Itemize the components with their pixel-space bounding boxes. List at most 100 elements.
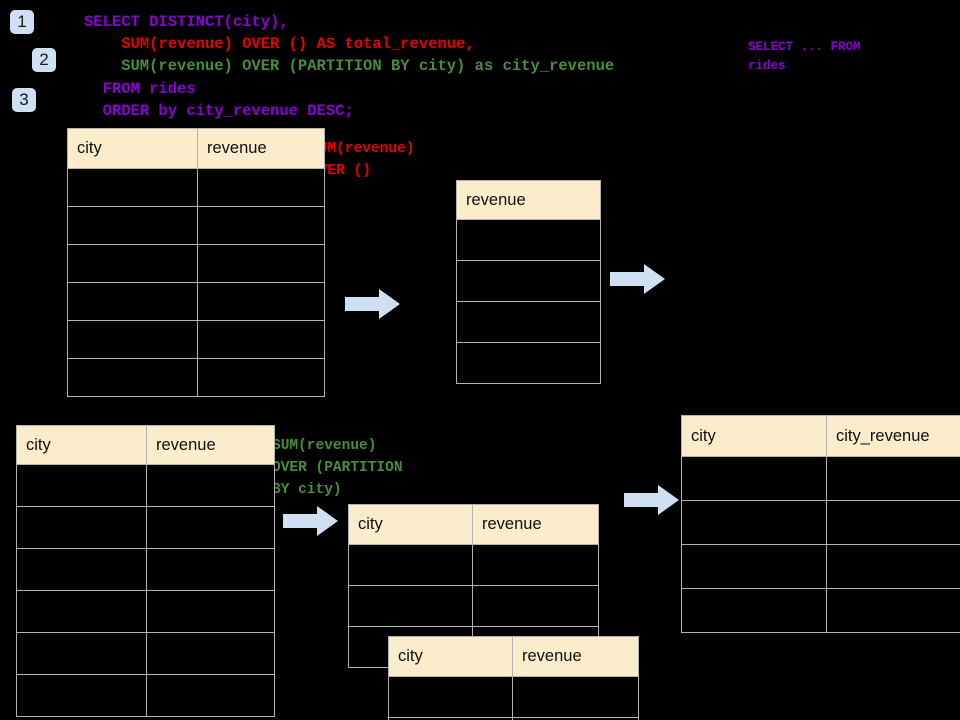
- table-row: [16, 632, 275, 675]
- cell-city: [67, 282, 198, 321]
- cell-revenue: [146, 464, 275, 507]
- table-row: [16, 506, 275, 549]
- final-result-table: city city_revenue: [681, 415, 960, 633]
- cell-city: [348, 544, 473, 586]
- table-row: [681, 588, 960, 633]
- column-header-city: city: [16, 425, 147, 465]
- table-row: [67, 168, 325, 207]
- arrow-total-to-result: [610, 263, 666, 295]
- cell-revenue: [512, 676, 639, 718]
- cell-revenue: [472, 544, 599, 586]
- table-header-row: revenue: [456, 180, 601, 220]
- table-header-row: city revenue: [16, 425, 275, 465]
- sql-query-block: SELECT DISTINCT(city), SUM(revenue) OVER…: [84, 11, 614, 122]
- sql-line-order-by: ORDER by city_revenue DESC;: [84, 101, 354, 120]
- table-header-row: city revenue: [348, 504, 599, 545]
- cell-city: [681, 500, 827, 545]
- column-header-city-revenue: city_revenue: [826, 415, 960, 457]
- cell-revenue: [456, 342, 601, 384]
- cell-revenue: [146, 590, 275, 633]
- cell-city: [67, 244, 198, 283]
- table-row: [67, 282, 325, 321]
- sql-line-total-revenue: SUM(revenue) OVER () AS total_revenue,: [84, 35, 475, 54]
- sql-line-from: FROM rides: [84, 79, 196, 98]
- column-header-revenue: revenue: [197, 128, 325, 169]
- column-header-city: city: [681, 415, 827, 457]
- table-row: [67, 244, 325, 283]
- sql-line-select: SELECT DISTINCT(city),: [84, 13, 289, 31]
- table-row: [348, 585, 599, 627]
- cell-city: [16, 632, 147, 675]
- cell-city-revenue: [826, 456, 960, 501]
- table-row: [681, 500, 960, 545]
- cell-city: [681, 588, 827, 633]
- cell-city: [16, 548, 147, 591]
- step-badge-2: 2: [32, 48, 56, 72]
- step-badge-1: 1: [10, 10, 34, 34]
- cell-revenue: [146, 632, 275, 675]
- column-header-city: city: [348, 504, 473, 545]
- cell-city: [67, 320, 198, 359]
- table-header-row: city city_revenue: [681, 415, 960, 457]
- column-header-revenue: revenue: [472, 504, 599, 545]
- table-row: [67, 206, 325, 245]
- cell-revenue: [456, 219, 601, 261]
- cell-city: [388, 676, 513, 718]
- table-row: [16, 464, 275, 507]
- rides-source-table-top: city revenue: [67, 128, 325, 397]
- partition-group-table-front: city revenue: [388, 636, 639, 720]
- table-row: [681, 544, 960, 589]
- table-row: [388, 676, 639, 718]
- table-row: [67, 358, 325, 397]
- table-row: [16, 590, 275, 633]
- cell-city-revenue: [826, 588, 960, 633]
- table-row: [456, 301, 601, 343]
- table-row: [388, 717, 639, 720]
- cell-city: [67, 358, 198, 397]
- table-row: [348, 544, 599, 586]
- arrow-source-to-total: [345, 288, 401, 320]
- cell-city: [16, 506, 147, 549]
- cell-revenue: [146, 506, 275, 549]
- step-badge-3: 3: [12, 88, 36, 112]
- cell-revenue: [197, 206, 325, 245]
- cell-revenue: [456, 301, 601, 343]
- cell-revenue: [456, 260, 601, 302]
- cell-city-revenue: [826, 500, 960, 545]
- cell-city: [16, 590, 147, 633]
- sql-side-note: SELECT ... FROM rides: [748, 40, 861, 73]
- total-revenue-table: revenue: [456, 180, 601, 384]
- cell-revenue: [197, 244, 325, 283]
- cell-revenue: [512, 717, 639, 720]
- table-row: [456, 219, 601, 261]
- table-header-row: city revenue: [388, 636, 639, 677]
- cell-city: [16, 464, 147, 507]
- cell-revenue: [146, 674, 275, 717]
- table-row: [16, 548, 275, 591]
- column-header-revenue: revenue: [512, 636, 639, 677]
- table-row: [67, 320, 325, 359]
- cell-city: [16, 674, 147, 717]
- cell-city: [67, 168, 198, 207]
- column-header-city: city: [388, 636, 513, 677]
- table-row: [456, 342, 601, 384]
- cell-revenue: [146, 548, 275, 591]
- table-row: [456, 260, 601, 302]
- cell-city: [681, 544, 827, 589]
- column-header-city: city: [67, 128, 198, 169]
- cell-city: [681, 456, 827, 501]
- column-header-revenue: revenue: [146, 425, 275, 465]
- cell-city: [67, 206, 198, 245]
- table-header-row: city revenue: [67, 128, 325, 169]
- cell-revenue: [197, 168, 325, 207]
- rides-source-table-bottom: city revenue: [16, 425, 275, 717]
- cell-city-revenue: [826, 544, 960, 589]
- cell-revenue: [197, 320, 325, 359]
- arrow-source-to-partition: [283, 505, 339, 537]
- sql-line-city-revenue: SUM(revenue) OVER (PARTITION BY city) as…: [84, 57, 615, 76]
- annotation-total-revenue: SUM(revenue) OVER (): [310, 141, 415, 179]
- cell-city: [348, 585, 473, 627]
- table-row: [16, 674, 275, 717]
- cell-revenue: [472, 585, 599, 627]
